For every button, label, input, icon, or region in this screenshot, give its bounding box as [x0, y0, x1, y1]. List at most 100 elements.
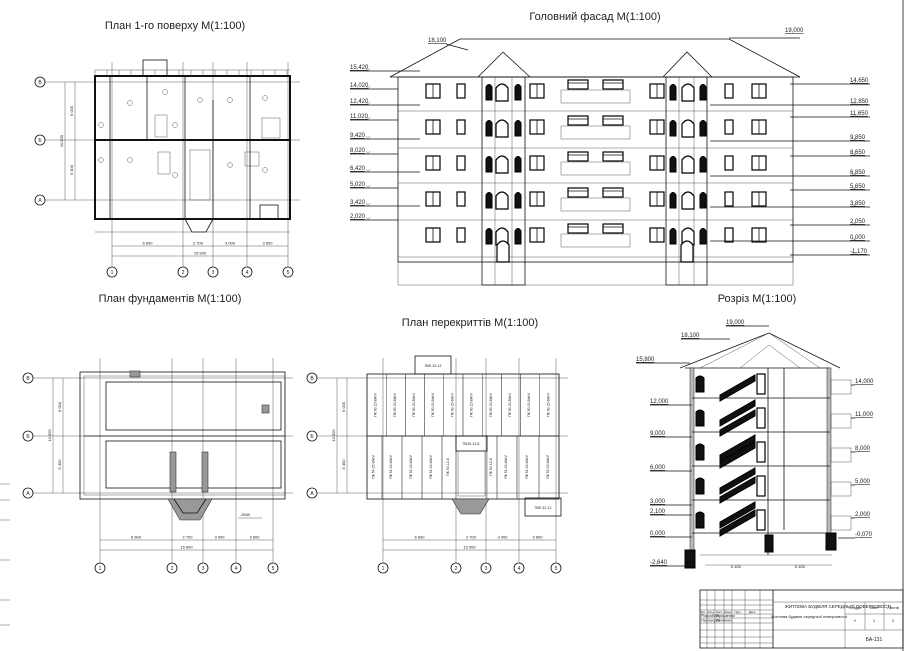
balcony-window — [602, 79, 624, 90]
title-block-header: Підп. — [734, 610, 741, 614]
axis-col-bubble — [450, 562, 462, 574]
arched-slit-window — [669, 192, 677, 209]
axis-col-label: 4 — [235, 566, 238, 572]
section-window — [695, 443, 705, 461]
title-block-header: Лист — [716, 610, 723, 614]
section-level-ridge: 19,000 — [726, 320, 745, 326]
balcony-parapet — [560, 161, 631, 176]
entrance-door — [680, 240, 694, 263]
foundation-right — [825, 532, 837, 551]
level-arrow-icon — [365, 168, 371, 173]
stair-slab-label: ПКЗ0-12-8 — [463, 442, 480, 446]
arched-slit-window — [485, 84, 493, 101]
facade-title: Головний фасад М(1:100) — [529, 11, 660, 23]
arched-slit-window — [485, 192, 493, 209]
room-number-marker — [162, 89, 168, 95]
axis-row-bubble — [22, 487, 34, 499]
arched-window — [495, 155, 509, 174]
roof — [389, 38, 801, 78]
section-level-right: 8,000 — [855, 446, 871, 452]
level-mark-right: 12,850 — [850, 99, 869, 105]
stair-foundation — [169, 451, 177, 493]
arched-slit-window — [699, 84, 707, 101]
row-dimension: 6 000 — [57, 401, 62, 412]
basement-room — [105, 440, 282, 489]
axis-col-label: 2 — [455, 566, 458, 572]
axis-col-bubble — [166, 562, 178, 574]
section-balcony — [830, 447, 852, 463]
slab-label: ПК 60.15-8АтV — [374, 393, 378, 417]
title-block-header: №док. — [724, 610, 733, 614]
balcony-slab-label: ПКБ 32-12 — [535, 506, 552, 510]
window-single — [724, 83, 734, 99]
vent-opening — [129, 370, 141, 378]
axis-col-bubble — [241, 266, 253, 278]
span-dimension: 3 600 — [262, 241, 273, 246]
level-mark-top-left: 18,100 — [428, 38, 447, 44]
title-block-header: Зм. — [701, 610, 706, 614]
room-number-marker — [98, 157, 104, 163]
sheet-frame-left-ticks — [0, 483, 10, 626]
roof-truss — [699, 332, 821, 369]
window-single — [456, 155, 466, 171]
tower-gable — [662, 51, 713, 78]
span-dimension: 3 600 — [532, 535, 543, 540]
balcony-parapet — [560, 197, 631, 212]
section-title: Розріз М(1:100) — [718, 293, 797, 305]
span-dimension: 3 000 — [225, 241, 236, 246]
level-arrow-icon — [851, 80, 857, 85]
sheet-value: 1 — [873, 618, 876, 623]
axis-col-label: 2 — [182, 270, 185, 276]
level-arrow-icon — [365, 216, 371, 221]
section-balcony — [830, 481, 852, 497]
level-arrow-icon — [851, 172, 857, 177]
span-dimension: 6 600 — [131, 535, 142, 540]
section-span: 5 400 — [795, 564, 806, 569]
slab-label: ПК 54.15-8АтV — [429, 455, 433, 479]
level-mark-top-right: 19,000 — [785, 28, 804, 34]
arched-slit-window — [514, 156, 522, 173]
balcony-window — [602, 151, 624, 162]
axis-col-label: 4 — [246, 270, 249, 276]
axis-row-bubble — [34, 134, 46, 146]
axis-row-bubble — [306, 487, 318, 499]
level-arrow-icon — [851, 186, 857, 191]
facade-drawing: 15,42014,02012,42011,0209,4208,0206,4205… — [350, 28, 870, 286]
arched-slit-window — [699, 192, 707, 209]
level-arrow-icon — [365, 150, 371, 155]
room-outline — [244, 151, 260, 167]
level-mark-right: 14,650 — [850, 78, 869, 84]
stage-label: Стадія — [849, 605, 861, 610]
section-door — [756, 407, 766, 429]
level-mark-right: 6,850 — [850, 170, 866, 176]
exterior-wall — [94, 75, 291, 220]
stair-flight — [719, 374, 756, 402]
stair-tower — [665, 76, 708, 286]
entrance-door — [496, 240, 510, 263]
level-mark-left: 12,420 — [350, 99, 369, 105]
arched-slit-window — [514, 228, 522, 245]
stair-flight — [719, 434, 756, 462]
level-arrow-icon — [851, 152, 857, 157]
arched-window — [681, 227, 695, 246]
stair-flight — [719, 501, 756, 529]
section-span: 5 400 — [731, 564, 742, 569]
arched-slit-window — [699, 156, 707, 173]
section-level-right: -0,070 — [855, 532, 873, 538]
span-dimension: 3 000 — [497, 535, 508, 540]
axis-col-label: 3 — [202, 566, 205, 572]
balcony-window — [567, 115, 589, 126]
stair-flight — [719, 409, 756, 437]
room-number-marker — [172, 172, 178, 178]
roof-slope — [679, 332, 841, 369]
slab-label: ПК 60.15-8АтV — [431, 393, 435, 417]
stage-value: У — [854, 618, 857, 623]
arched-slit-window — [669, 156, 677, 173]
stair-flight — [719, 441, 756, 469]
span-dimension: 3 000 — [214, 535, 225, 540]
balcony-slab-label: ПКБ 32-12 — [425, 364, 442, 368]
level-arrow-icon — [851, 237, 857, 242]
axis-row-bubble — [22, 430, 34, 442]
